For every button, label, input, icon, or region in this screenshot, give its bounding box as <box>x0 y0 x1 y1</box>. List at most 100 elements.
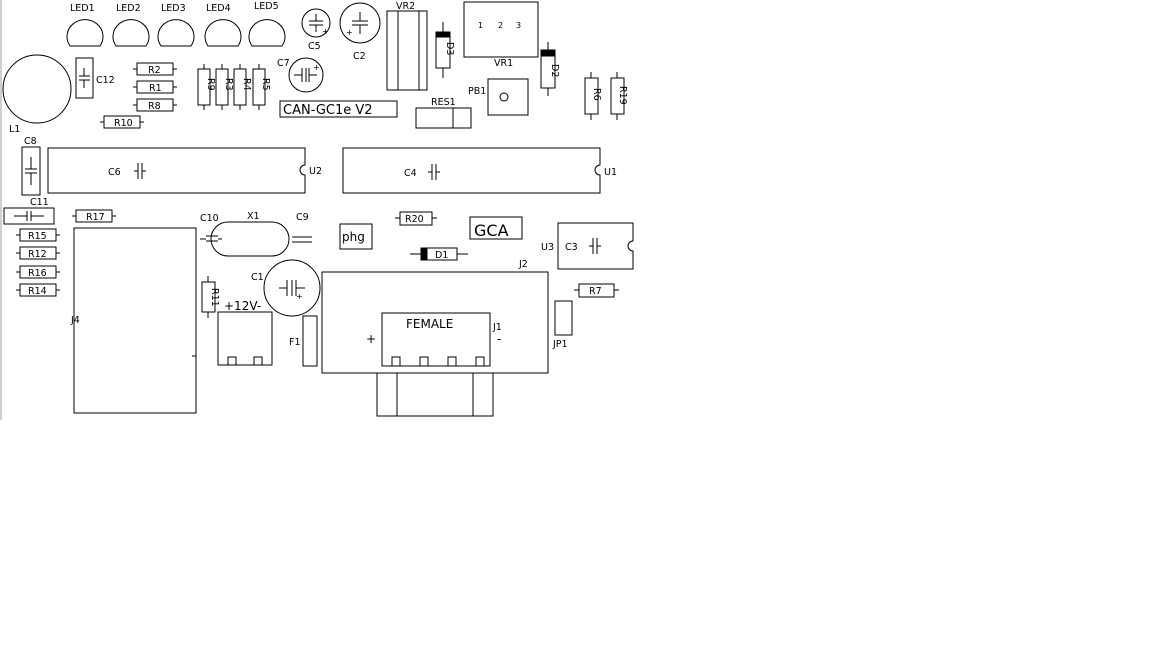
pb1-actuator <box>499 92 509 102</box>
r14-label: R14 <box>28 286 47 297</box>
vr1-pin1: 1 <box>478 21 483 30</box>
resistor-group-vertical: R9 R3 R4 R5 <box>197 64 271 110</box>
r1-label: R1 <box>149 83 162 94</box>
r2-label: R2 <box>148 65 161 76</box>
jp1-label: JP1 <box>552 339 568 350</box>
c10-label: C10 <box>200 213 219 224</box>
u1-label: U1 <box>604 167 617 178</box>
r9-label: R9 <box>205 78 216 91</box>
r6-label: R6 <box>591 88 602 101</box>
c5-plus: + <box>322 27 329 36</box>
c8-body <box>21 146 41 196</box>
pb1-button <box>487 78 529 116</box>
led-row: LED1 LED2 LED3 LED4 LED5 <box>66 1 286 47</box>
led4-label: LED4 <box>206 3 231 14</box>
led1-label: LED1 <box>70 3 95 14</box>
j4-label: J4 <box>70 315 80 326</box>
led5-label: LED5 <box>254 1 279 12</box>
led2-outline <box>112 19 150 47</box>
r10-label: R10 <box>114 118 133 129</box>
led2-label: LED2 <box>116 3 141 14</box>
f1-label: F1 <box>289 337 301 348</box>
c3-label: C3 <box>565 242 578 253</box>
led4-outline <box>204 19 242 47</box>
vr1-pin3: 3 <box>516 21 521 30</box>
res1-body <box>415 107 472 129</box>
c8-label: C8 <box>24 136 37 147</box>
vr2-label: VR2 <box>396 1 415 12</box>
j1-female-header <box>381 312 491 367</box>
d2-label: D2 <box>549 64 560 77</box>
power-pin-1 <box>227 356 237 366</box>
c7-plus: + <box>313 63 320 72</box>
c12-label: C12 <box>96 75 115 86</box>
board-title: CAN-GC1e V2 <box>283 103 373 118</box>
led3-label: LED3 <box>161 3 186 14</box>
d1-band <box>420 247 428 261</box>
c11-label: C11 <box>30 197 49 208</box>
r4-label: R4 <box>241 78 252 91</box>
female-label: FEMALE <box>406 317 453 331</box>
c9-label: C9 <box>296 212 309 223</box>
r12-label: R12 <box>28 249 47 260</box>
u3-label: U3 <box>541 242 554 253</box>
u2-label: U2 <box>309 166 322 177</box>
c12-body <box>75 57 94 99</box>
u2-ic <box>47 147 306 194</box>
j1-pin-4 <box>475 356 485 367</box>
vr1-pin2: 2 <box>498 21 503 30</box>
c1-plus: + <box>296 292 303 301</box>
d1-label: D1 <box>435 250 448 261</box>
u3-ic <box>557 222 634 270</box>
led3-outline <box>157 19 195 47</box>
x1-label: X1 <box>247 211 260 222</box>
j2-label: J2 <box>518 259 528 270</box>
d2-band <box>540 49 556 57</box>
c2-label: C2 <box>353 51 366 62</box>
j1-minus: - <box>497 332 501 346</box>
gca-logo: GCA <box>474 221 509 240</box>
j1-pin-1 <box>391 356 401 367</box>
c5-cap <box>301 8 331 38</box>
jp1-jumper <box>554 300 573 336</box>
r3-label: R3 <box>223 78 234 91</box>
r19-label: R19 <box>617 86 628 105</box>
c11-body <box>3 207 55 225</box>
c4-label: C4 <box>404 168 417 179</box>
power-pin-2 <box>253 356 263 366</box>
j1-pin-3 <box>447 356 457 367</box>
gca-logo-box <box>469 216 523 240</box>
c2-cap <box>339 2 381 44</box>
r17-label: R17 <box>86 212 105 223</box>
phg-logo-box <box>339 223 373 250</box>
led5-outline <box>248 19 286 47</box>
vr1-label: VR1 <box>494 58 513 69</box>
l1-label: L1 <box>9 124 20 135</box>
c7-cap <box>288 57 324 93</box>
c2-plus: + <box>346 28 353 37</box>
power-label: +12V- <box>224 299 261 313</box>
res1-label: RES1 <box>431 97 456 108</box>
phg-logo: phg <box>342 230 365 244</box>
u1-ic <box>342 147 601 194</box>
f1-fuse <box>302 315 318 367</box>
d3-band <box>435 31 451 38</box>
c1-label: C1 <box>251 272 264 283</box>
r7-label: R7 <box>589 286 602 297</box>
r16-label: R16 <box>28 268 47 279</box>
x1-crystal <box>210 221 290 257</box>
r15-label: R15 <box>28 231 47 242</box>
r20-label: R20 <box>405 214 424 225</box>
pb1-label: PB1 <box>468 86 486 97</box>
led1-outline <box>66 19 104 47</box>
d3-label: D3 <box>444 42 455 55</box>
j1-plus: + <box>366 332 376 346</box>
resistor-group-top-left: R2 R1 R8 R10 <box>100 62 177 129</box>
j1-label: J1 <box>492 322 502 333</box>
j2-shell <box>376 372 494 417</box>
j4-connector <box>73 227 197 414</box>
j1-pin-2 <box>419 356 429 367</box>
r5-label: R5 <box>260 78 271 91</box>
vr2-body <box>386 10 428 91</box>
